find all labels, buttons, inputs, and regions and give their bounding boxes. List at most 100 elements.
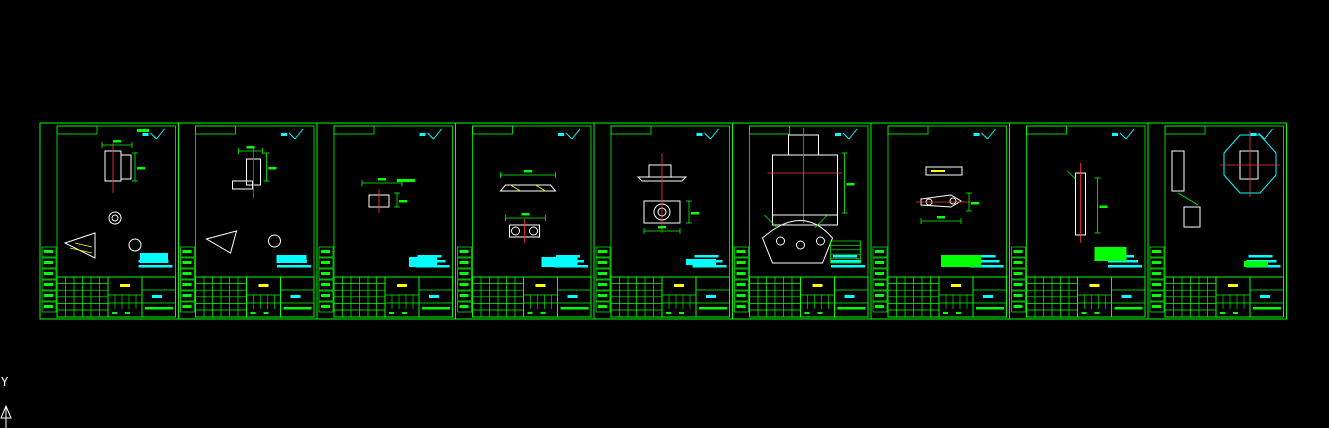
note-text (397, 179, 415, 182)
revision-text (182, 261, 192, 264)
title-scale (389, 312, 394, 314)
revision-text (321, 294, 330, 297)
revision-cell (734, 246, 749, 258)
revision-text (736, 250, 746, 253)
revision-cell (457, 246, 472, 258)
title-scale (1220, 312, 1225, 314)
hole-view (268, 234, 281, 248)
title-company (145, 307, 173, 310)
part-view (636, 176, 688, 182)
title-sheet (263, 312, 269, 314)
revision-text (182, 305, 192, 308)
roughness-symbol (848, 128, 858, 140)
revision-text (321, 272, 330, 275)
revision-text (1152, 305, 1161, 308)
title-part-name (951, 284, 961, 287)
title-sheet (540, 312, 546, 314)
title-part-name (1089, 284, 1100, 287)
revision-cell (595, 268, 611, 280)
sheet-1 (39, 122, 179, 320)
title-material (983, 295, 993, 298)
title-part-name (258, 284, 269, 287)
revision-text (1013, 305, 1023, 308)
hole-view (949, 197, 957, 205)
revision-cell (734, 257, 749, 269)
revision-text (1013, 294, 1023, 297)
title-sheet (402, 312, 407, 314)
tech-note (692, 265, 727, 268)
title-company (699, 307, 727, 310)
dimension-text (691, 212, 699, 215)
drawing-code-box (610, 125, 652, 135)
title-company (1114, 307, 1143, 310)
revision-cell (734, 301, 749, 313)
tech-note (556, 255, 580, 258)
drawing-code-box (195, 125, 236, 135)
revision-cell (41, 290, 57, 302)
revision-cell (872, 268, 888, 280)
tech-note (969, 260, 1000, 263)
revision-text (459, 272, 469, 275)
dimension-text (137, 167, 145, 170)
revision-cell (180, 279, 195, 291)
revision-text (321, 283, 330, 286)
sheet-4 (455, 122, 595, 320)
revision-text (736, 305, 746, 308)
hatch (931, 170, 945, 172)
revision-text (182, 250, 192, 253)
roughness-symbol (288, 132, 296, 140)
dimension-text (971, 202, 979, 205)
note-text (686, 259, 716, 265)
revision-text (459, 250, 469, 253)
dimension-text (399, 200, 407, 203)
roughness-value (281, 133, 287, 136)
revision-cell (595, 257, 611, 269)
revision-cell (1011, 268, 1026, 280)
revision-cell (457, 279, 472, 291)
dimension-text (521, 213, 530, 216)
ucs-y-label: Y (1, 375, 9, 389)
title-sheet (1233, 312, 1238, 314)
dimension-text (658, 226, 666, 229)
drawing-code-box (333, 125, 375, 135)
octagon-view (1223, 134, 1277, 194)
roughness-symbol (156, 128, 165, 140)
note-text (140, 253, 168, 263)
revision-cell (595, 246, 611, 258)
revision-cell (180, 257, 195, 269)
title-scale (527, 312, 533, 314)
title-part-name (535, 284, 546, 287)
roughness-symbol (842, 132, 850, 140)
note-text (1094, 247, 1127, 261)
revision-text (459, 305, 469, 308)
roughness-symbol (1264, 128, 1273, 140)
parts-list (830, 240, 861, 264)
roughness-symbol (1125, 128, 1135, 140)
revision-cell (180, 246, 195, 258)
note-text (1244, 261, 1268, 267)
roughness-value (419, 133, 426, 136)
revision-cell (457, 290, 472, 302)
tech-note (277, 265, 311, 268)
title-part-name (397, 284, 407, 287)
revision-text (182, 283, 192, 286)
revision-text (459, 261, 469, 264)
title-scale (1081, 312, 1087, 314)
title-scale (112, 312, 117, 314)
revision-text (598, 294, 607, 297)
drawing-code-box (1026, 125, 1067, 135)
revision-text (598, 283, 607, 286)
title-material (1121, 295, 1132, 298)
revision-cell (318, 246, 334, 258)
revision-text (598, 305, 607, 308)
part-view (925, 166, 963, 176)
roughness-value (1112, 133, 1118, 136)
revision-text (459, 294, 469, 297)
revision-cell (457, 257, 472, 269)
part-view (1171, 150, 1185, 192)
revision-cell (180, 268, 195, 280)
revision-cell (734, 290, 749, 302)
roughness-symbol (150, 132, 157, 140)
